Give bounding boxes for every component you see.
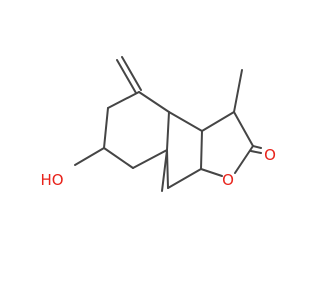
- lactone-methyl-bond: [233, 69, 243, 113]
- carbonyl-double-bond: [250, 145, 262, 154]
- molecule-structure-diagram: HO O O: [40, 56, 276, 192]
- left-ring-bonds: [103, 91, 170, 169]
- hydroxyl-label: HO: [40, 171, 63, 189]
- hydroxyl-bond: [74, 147, 105, 166]
- ring-oxygen-label: O: [222, 171, 234, 189]
- methylene-double-bond: [116, 56, 142, 94]
- angular-methyl-bond: [161, 149, 168, 192]
- carbonyl-oxygen-label: O: [264, 146, 276, 164]
- middle-ring-bonds: [166, 111, 203, 189]
- lactone-ring-bonds: [200, 111, 254, 177]
